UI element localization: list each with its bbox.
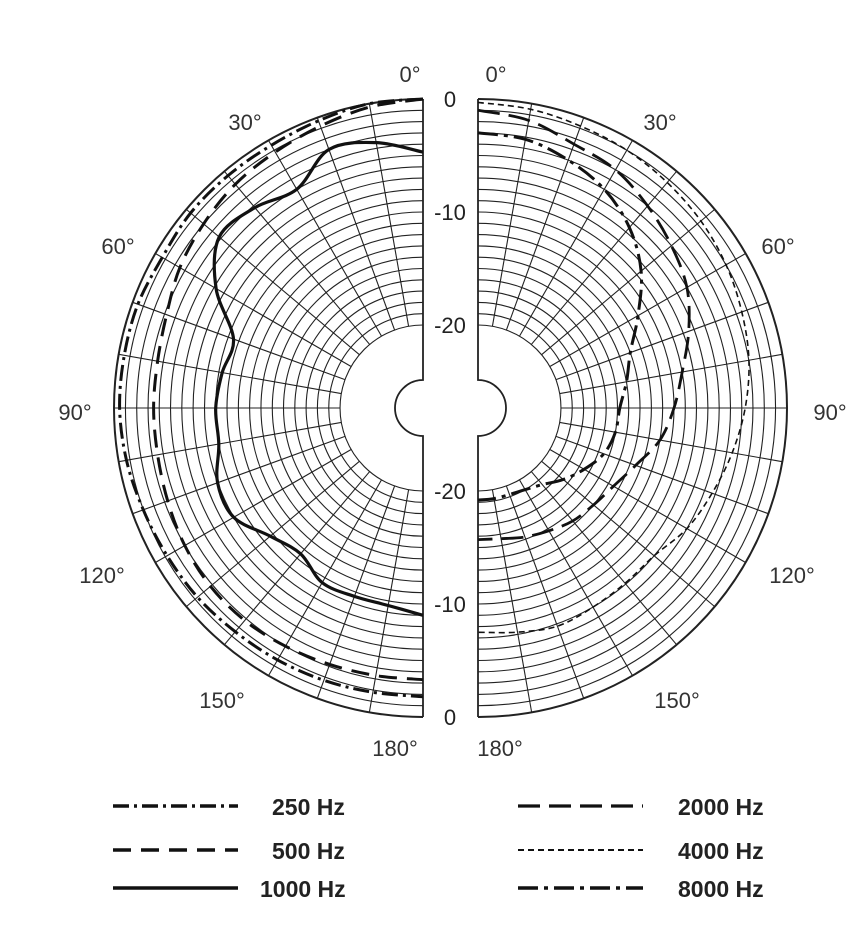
radial-left (268, 479, 382, 676)
radial-label: 0 (444, 87, 456, 112)
radial-left (118, 421, 342, 463)
radial-left (132, 301, 346, 381)
radial-left (185, 460, 360, 608)
radial-right (491, 489, 533, 713)
radial-left (155, 449, 352, 563)
angle-label: 60° (101, 234, 134, 259)
angle-label: 90° (58, 400, 91, 425)
radial-right (519, 140, 633, 337)
angle-label: 120° (769, 563, 815, 588)
angle-label: 150° (654, 688, 700, 713)
legend-label: 1000 Hz (260, 876, 346, 902)
radial-right (505, 485, 585, 699)
legend-label: 250 Hz (272, 794, 345, 820)
angle-label: 0° (485, 62, 506, 87)
radial-left (155, 253, 352, 367)
angle-label: 90° (813, 400, 846, 425)
radial-left (223, 471, 371, 646)
series-8000hz (477, 131, 644, 502)
radial-right (559, 353, 783, 395)
series-2000hz (477, 108, 691, 541)
angle-label: 30° (228, 110, 261, 135)
radial-right (541, 460, 716, 608)
angle-label: 30° (643, 110, 676, 135)
radial-label: 0 (444, 705, 456, 730)
series-500hz (152, 97, 424, 682)
radial-label: -20 (434, 313, 466, 338)
angle-label: 120° (79, 563, 125, 588)
radial-right (505, 117, 585, 331)
radial-left (223, 170, 371, 345)
radial-right (549, 449, 746, 563)
ring-left (339, 324, 424, 492)
axis-right (477, 99, 507, 717)
ring-left (328, 313, 424, 503)
radial-label: -10 (434, 592, 466, 617)
legend-label: 500 Hz (272, 838, 345, 864)
radial-left (368, 489, 410, 713)
polar-grid (113, 98, 788, 718)
radial-left (185, 208, 360, 356)
radial-right (519, 479, 633, 676)
radial-right (530, 170, 678, 345)
radial-label: -20 (434, 479, 466, 504)
legend-label: 4000 Hz (678, 838, 764, 864)
radial-right (555, 435, 769, 515)
legend: 250 Hz 500 Hz 1000 Hz 2000 Hz 4000 Hz 8000 Hz (113, 794, 764, 902)
radial-right (491, 103, 533, 327)
legend-label: 2000 Hz (678, 794, 764, 820)
radial-left (368, 103, 410, 327)
radial-right (555, 301, 769, 381)
angle-label: 180° (477, 736, 523, 761)
series-250hz (118, 97, 424, 699)
radial-left (118, 353, 342, 395)
angle-label: 60° (761, 234, 794, 259)
series-1000hz (212, 140, 424, 617)
radial-right (530, 471, 678, 646)
radial-right (541, 208, 716, 356)
angle-label: 150° (199, 688, 245, 713)
radial-left (268, 140, 382, 337)
radial-right (559, 421, 783, 463)
ring-right (477, 313, 573, 503)
axis-labels: 0° 0° 30° 30° 60° 60° 90° 90° 120° 120° 150° 150° 18… (58, 62, 846, 761)
radial-left (316, 117, 396, 331)
legend-label: 8000 Hz (678, 876, 764, 902)
radial-left (316, 485, 396, 699)
ring-right (477, 324, 562, 492)
axis-left (394, 99, 424, 717)
angle-label: 0° (399, 62, 420, 87)
polar-curves (118, 97, 750, 699)
radial-label: -10 (434, 200, 466, 225)
angle-label: 180° (372, 736, 418, 761)
radial-right (549, 253, 746, 367)
